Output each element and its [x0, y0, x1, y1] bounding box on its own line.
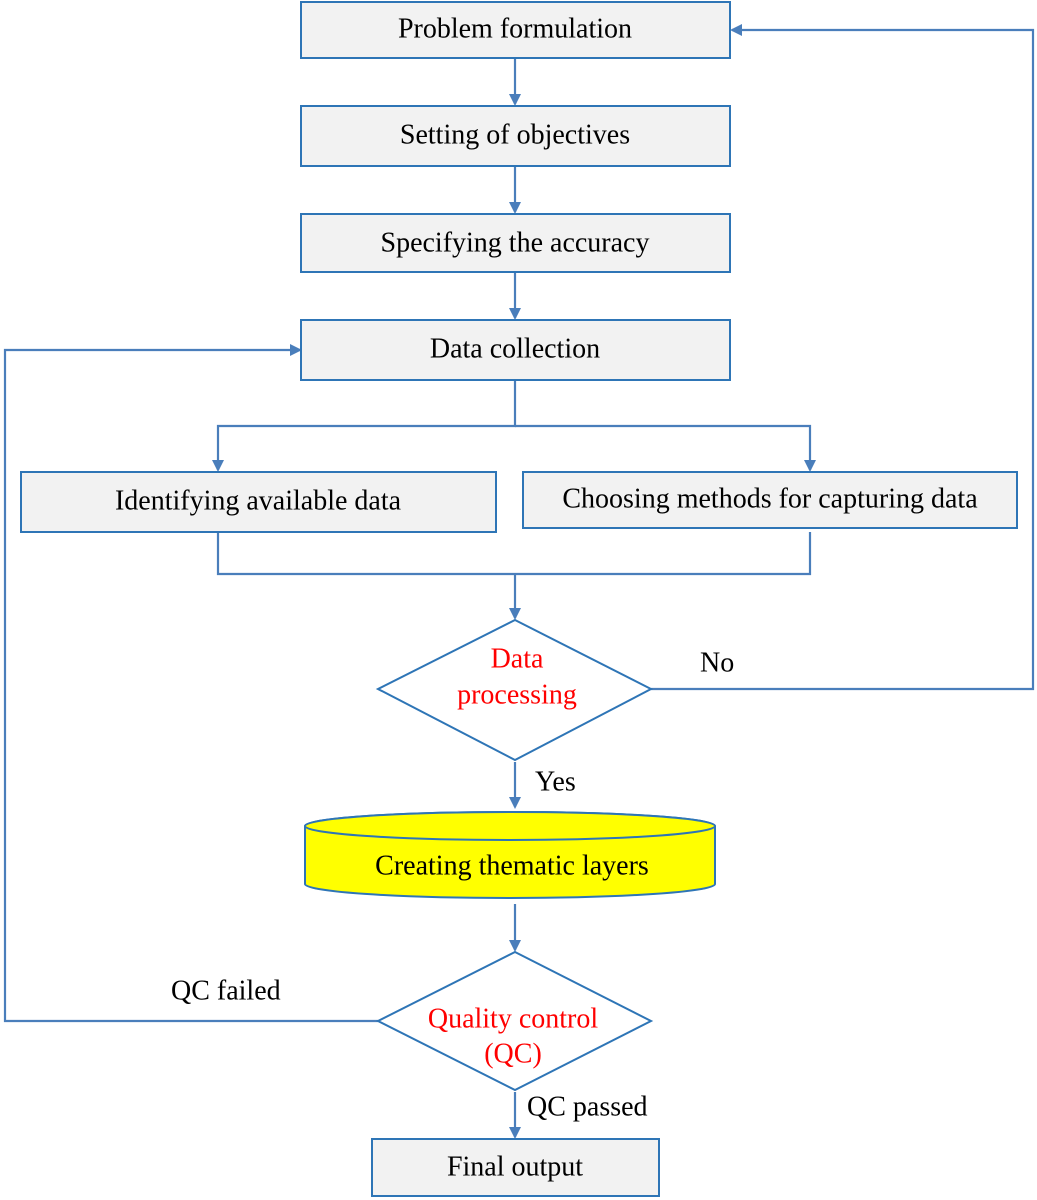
identifying-data-box [20, 471, 497, 533]
quality-control-label-line2: (QC) [484, 1038, 542, 1069]
quality-control-label-line1: Quality control [428, 1003, 599, 1034]
split-connector-right [515, 424, 816, 472]
node-setting-objectives: Setting of objectives [300, 105, 731, 167]
data-collection-label: Data collection [430, 333, 600, 364]
edge-label-no: No [700, 647, 734, 678]
choosing-methods-label: Choosing methods for capturing data [562, 483, 978, 514]
quality-control-diamond [375, 950, 654, 1092]
node-problem-formulation: Problem formulation [300, 1, 731, 59]
edge-label-qc-failed: QC failed [171, 975, 281, 1006]
decision-quality-control: Quality control (QC) [375, 950, 654, 1092]
data-collection-box [300, 319, 731, 381]
identifying-data-label: Identifying available data [115, 485, 402, 516]
specifying-accuracy-box [300, 213, 731, 273]
split-connector [212, 380, 517, 472]
node-data-collection: Data collection [300, 319, 731, 381]
thematic-layers-label: Creating thematic layers [375, 850, 649, 881]
problem-formulation-label: Problem formulation [398, 13, 632, 44]
no-loop-connector [651, 24, 1035, 691]
final-output-label: Final output [447, 1151, 583, 1182]
data-processing-label-line2: processing [457, 679, 577, 710]
node-choosing-methods: Choosing methods for capturing data [522, 471, 1018, 529]
qc-failed-loop-connector [3, 344, 378, 1023]
specifying-accuracy-label: Specifying the accuracy [381, 227, 650, 258]
setting-objectives-label: Setting of objectives [400, 119, 630, 150]
merge-connector-right [515, 532, 812, 576]
node-identifying-data: Identifying available data [20, 471, 497, 533]
choosing-methods-box [522, 471, 1018, 529]
node-thematic-layers: Creating thematic layers [304, 811, 716, 899]
data-processing-diamond [375, 618, 654, 762]
final-output-box [371, 1138, 660, 1197]
node-final-output: Final output [371, 1138, 660, 1197]
edge-label-yes: Yes [535, 766, 576, 797]
problem-formulation-box [300, 1, 731, 59]
data-processing-label-line1: Data [491, 643, 544, 674]
setting-objectives-box [300, 105, 731, 167]
merge-connector-left [216, 532, 515, 576]
thematic-layers-cylinder-top [304, 811, 716, 841]
connectors [3, 24, 1035, 1139]
decision-data-processing: Data processing [375, 618, 654, 762]
edge-label-qc-passed: QC passed [527, 1091, 648, 1122]
node-specifying-accuracy: Specifying the accuracy [300, 213, 731, 273]
